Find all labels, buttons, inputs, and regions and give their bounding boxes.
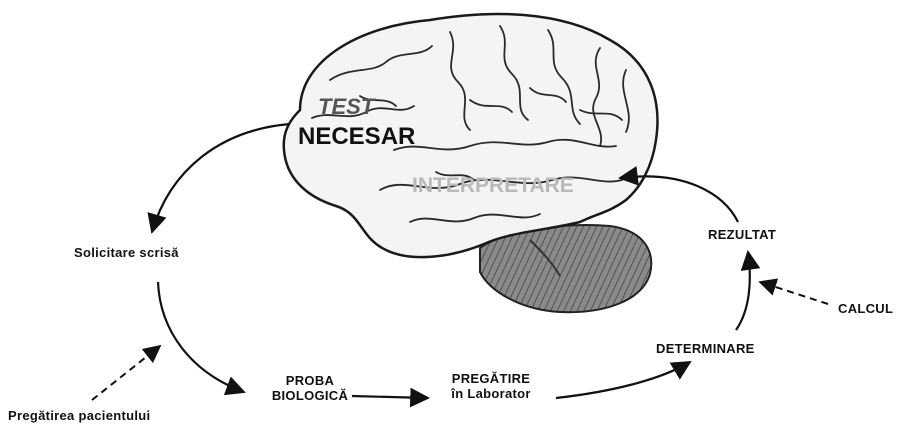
arrow-solicitare-to-proba	[158, 282, 244, 392]
label-solicitare-scrisa: Solicitare scrisă	[74, 246, 179, 261]
label-in-laborator: în Laborator	[432, 387, 550, 402]
label-biologica: BIOLOGICĂ	[262, 389, 358, 404]
label-determinare: DETERMINARE	[656, 342, 755, 357]
arrow-determinare-to-rezultat	[736, 252, 750, 330]
arrow-pregatirea-pacientului	[92, 346, 160, 400]
label-calcul: CALCUL	[838, 302, 893, 317]
label-interpretare: INTERPRETARE	[412, 174, 574, 197]
label-necesar: NECESAR	[298, 123, 415, 150]
label-proba: PROBA	[262, 374, 358, 389]
arrow-proba-to-pregatire	[352, 396, 428, 398]
label-pregatire-laborator: PREGĂTIRE în Laborator	[432, 372, 550, 402]
brain-illustration	[284, 14, 658, 312]
label-proba-biologica: PROBA BIOLOGICĂ	[262, 374, 358, 404]
label-test: TEST	[318, 94, 376, 119]
label-pregatire: PREGĂTIRE	[432, 372, 550, 387]
label-pregatirea-pacientului: Pregătirea pacientului	[8, 409, 150, 424]
label-rezultat: REZULTAT	[708, 228, 776, 243]
cerebellum	[480, 225, 651, 312]
arrow-pregatire-to-determinare	[556, 362, 690, 398]
arrow-calcul	[760, 282, 828, 304]
arrow-necesar-to-solicitare	[152, 124, 290, 232]
